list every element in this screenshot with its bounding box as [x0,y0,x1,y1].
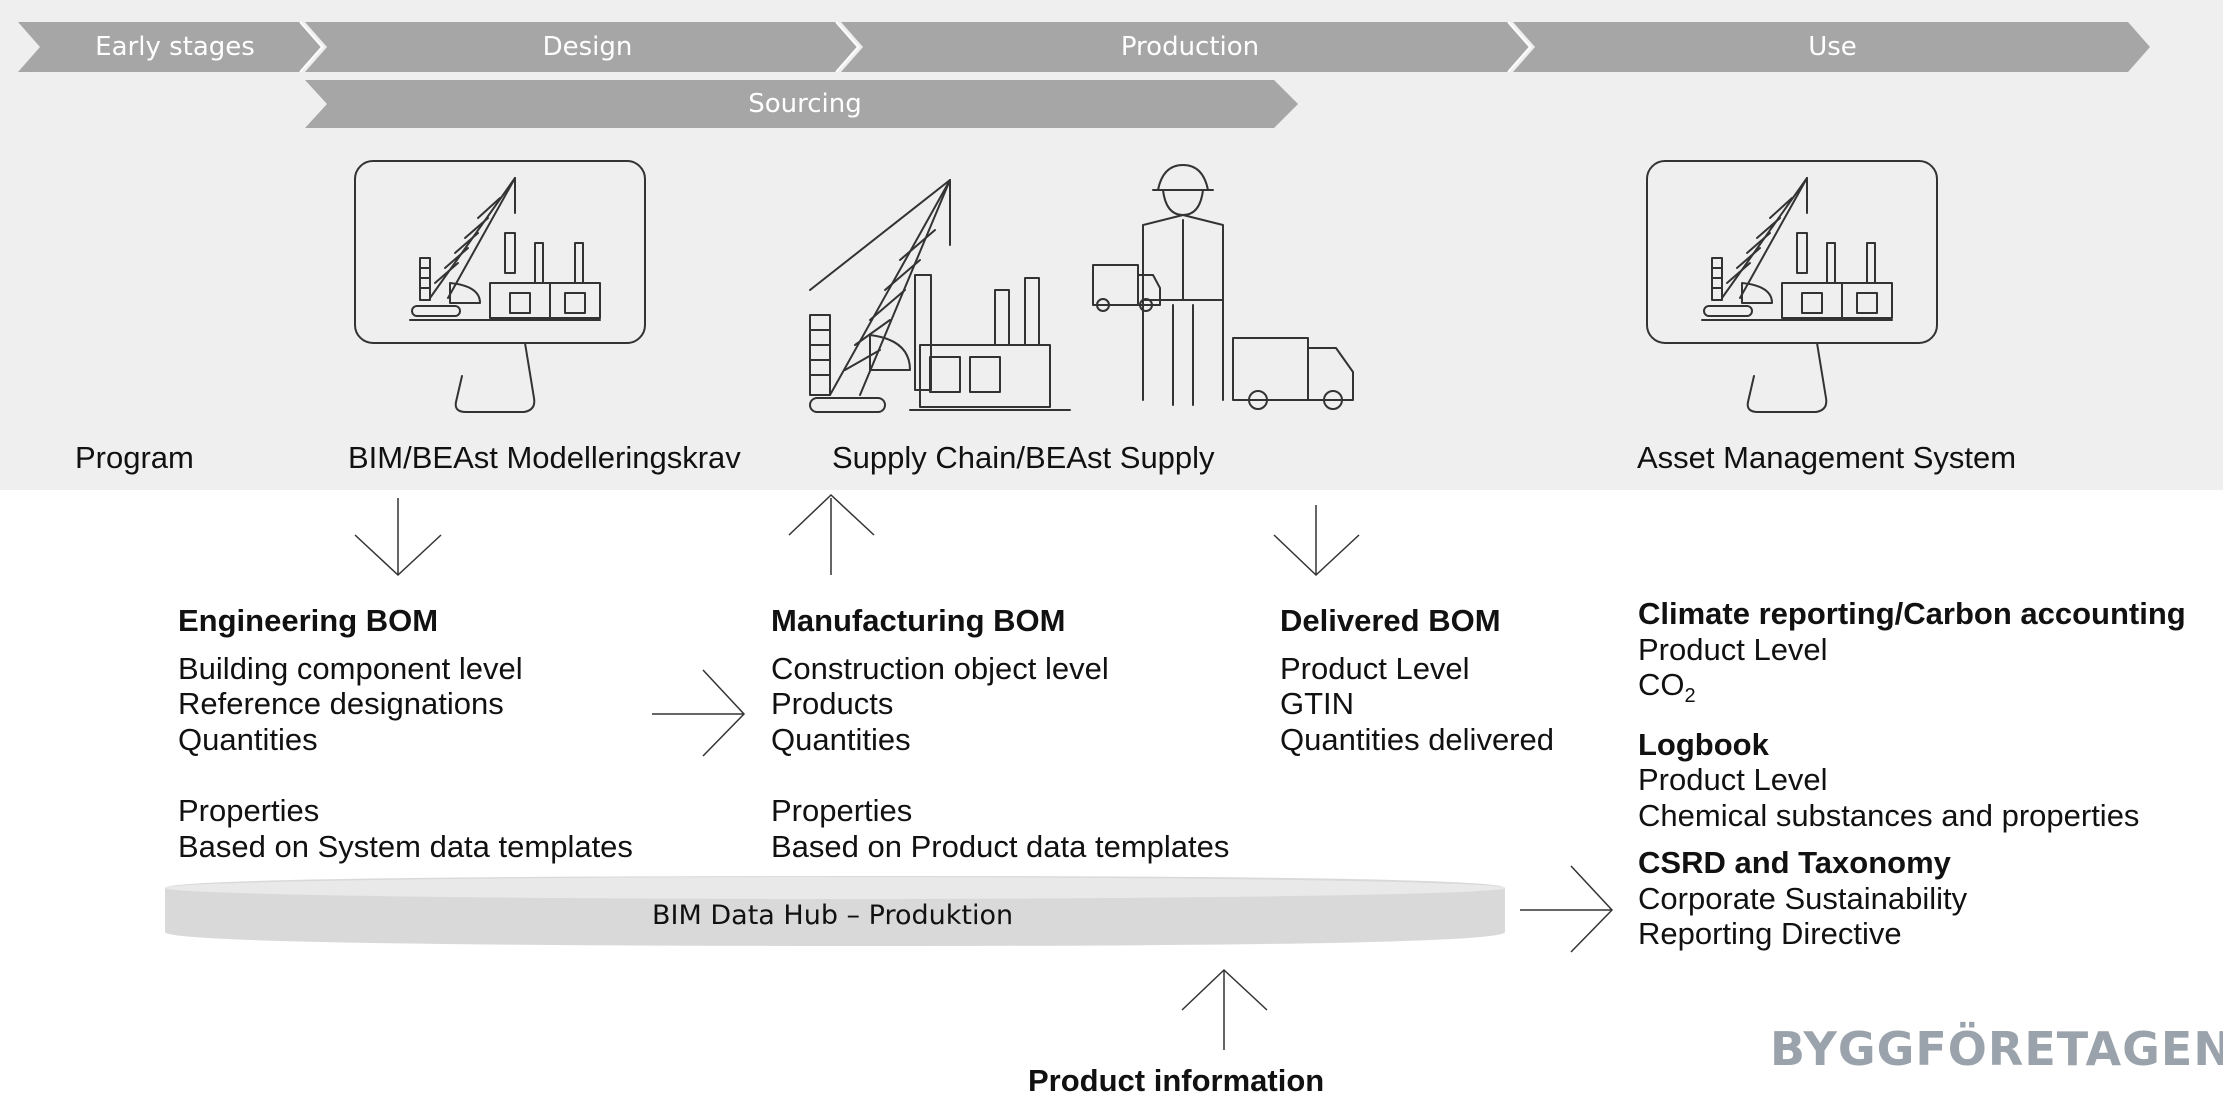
chevron-design [305,22,858,72]
bim-data-hub-label: BIM Data Hub – Produktion [652,900,1014,931]
chevron-early-stages [18,22,322,72]
phase-design: Design [542,32,633,62]
product-information-label: Product information [1028,1063,1325,1098]
arrow-up-icon [788,493,875,575]
chevron-separator [835,21,860,73]
byggforetagen-logo: BYGGFÖRETAGEN [1770,1022,2223,1076]
climate-line: Product Level [1638,631,1828,667]
label-bim-modelling: BIM/BEAst Modelleringskrav [348,440,741,475]
monitor-construction-icon [354,160,646,413]
manufacturing-bom-title: Manufacturing BOM [771,603,1066,638]
engineering-bom-title: Engineering BOM [178,603,439,638]
manufacturing-line: Construction object level [771,650,1109,686]
label-supply-chain: Supply Chain/BEAst Supply [832,440,1215,475]
delivered-line: Product Level [1280,650,1470,686]
manufacturing-bom: Manufacturing BOM Construction object le… [771,603,1229,864]
chevron-use [1513,22,2150,72]
manufacturing-properties: Based on Product data templates [771,828,1230,864]
manufacturing-line: Quantities [771,721,911,757]
engineering-bom: Engineering BOM Building component level… [178,603,633,864]
engineering-line: Reference designations [178,686,504,721]
delivered-line: Quantities delivered [1280,721,1554,757]
manufacturing-properties-title: Properties [771,793,913,828]
chevron-production [841,22,1530,72]
engineering-line: Building component level [178,650,523,686]
chevron-separator [299,21,324,73]
arrow-down-icon [1273,505,1360,577]
engineering-line: Quantities [178,721,318,757]
engineering-properties: Based on System data templates [178,828,633,864]
arrow-up-icon [1181,968,1268,1050]
reporting-column: Climate reporting/Carbon accounting Prod… [1638,596,2186,952]
label-program: Program [75,440,194,475]
phase-production: Production [1120,32,1260,62]
arrow-right-icon [652,669,746,757]
climate-co2: CO2 [1638,667,2186,715]
construction-site-icon [809,179,1071,413]
delivered-bom: Delivered BOM Product Level GTIN Quantit… [1280,603,1554,757]
logbook-title: Logbook [1638,726,1769,762]
label-asset-management: Asset Management System [1637,440,2017,475]
delivered-bom-title: Delivered BOM [1280,603,1501,638]
co2-subscript: 2 [1684,685,1696,708]
climate-reporting-title: Climate reporting/Carbon accounting [1638,596,2186,631]
phase-chevrons [18,21,2150,128]
phase-use: Use [1808,32,1857,62]
chevron-separator [1507,21,1532,73]
logbook-line: Chemical substances and properties [1638,797,2140,833]
csrd-title: CSRD and Taxonomy [1638,845,1951,881]
arrow-down-icon [354,498,442,577]
manufacturing-line: Products [771,686,894,721]
csrd-line: Reporting Directive [1638,916,1902,952]
arrow-right-icon [1520,865,1614,953]
delivered-line: GTIN [1280,686,1355,721]
co2-text: CO [1638,667,1685,702]
phase-sourcing: Sourcing [748,89,862,119]
monitor-construction-icon [1646,160,1938,413]
phase-early-stages: Early stages [95,32,255,62]
chevron-sourcing [305,80,1298,128]
csrd-line: Corporate Sustainability [1638,880,1968,916]
engineering-properties-title: Properties [178,793,320,828]
logbook-line: Product Level [1638,762,1828,798]
worker-icon [1092,164,1354,410]
